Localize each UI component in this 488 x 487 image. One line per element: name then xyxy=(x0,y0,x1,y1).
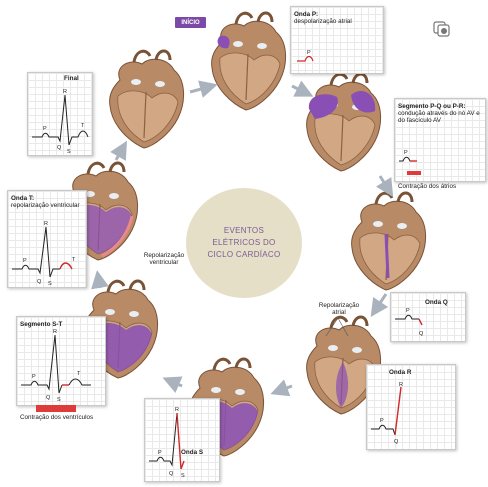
wave-label: P xyxy=(406,308,410,314)
panel-onda-t-desc: repolarização ventricular xyxy=(11,202,80,210)
arrow-5 xyxy=(162,376,183,393)
ecg-onda-q: P Q xyxy=(395,308,424,337)
panel-final-title: Final xyxy=(64,75,79,82)
heart-start xyxy=(210,11,288,112)
arrow-2 xyxy=(376,175,394,198)
wave-label: Q xyxy=(169,471,174,477)
panel-onda-s: Onda S R P Q S xyxy=(144,398,220,482)
center-title-circle: EVENTOS ELÉTRICOS DO CICLO CARDÍACO xyxy=(186,188,302,298)
panel-onda-p-desc: despolarização atrial xyxy=(294,18,352,26)
wave-label: Q xyxy=(37,279,42,285)
heart-st xyxy=(82,279,160,380)
wave-label: Q xyxy=(46,395,51,401)
annotation-repol-atrial: Repolarização atrial xyxy=(318,302,360,317)
panel-onda-t-title: Onda T: xyxy=(11,195,35,202)
wave-label: P xyxy=(43,126,47,132)
ecg-onda-p: P xyxy=(297,50,314,62)
panel-onda-r-text: Onda R xyxy=(389,369,411,376)
heart-onda-q xyxy=(305,315,383,416)
layers-icon[interactable] xyxy=(432,19,452,39)
wave-label: S xyxy=(181,473,185,479)
caption-st: Contração dos ventrículos xyxy=(20,414,94,421)
panel-onda-p-title: Onda P: xyxy=(294,11,319,18)
ecg-onda-s: R P Q S xyxy=(149,407,185,479)
panel-onda-s-title: Onda S xyxy=(181,449,204,456)
wave-label: T xyxy=(77,371,81,377)
wave-p: P xyxy=(307,50,311,56)
panel-st-text: Segmento S-T xyxy=(20,321,62,328)
wave-label: Q xyxy=(57,145,62,151)
panel-onda-p-text: Onda P: despolarização atrial xyxy=(294,11,380,25)
ecg-pq: P xyxy=(399,150,421,175)
start-badge: INÍCIO xyxy=(175,17,206,28)
panel-onda-r-title: Onda R xyxy=(389,369,412,376)
ecg-final: R P T Q S xyxy=(32,89,89,155)
caption-pq: Contração dos átrios xyxy=(398,183,457,190)
wave-label: P xyxy=(380,418,384,424)
wave-p: P xyxy=(404,150,408,156)
repol-atrial-leader xyxy=(325,317,349,337)
panel-pq-text: Segmento P-Q ou P-R: condução através do… xyxy=(398,103,482,125)
panel-onda-s-text: Onda S xyxy=(181,449,203,456)
arrow-7 xyxy=(110,140,127,161)
panel-onda-q: Onda Q P Q xyxy=(390,292,466,342)
wave-label: R xyxy=(63,89,67,95)
panel-onda-p: Onda P: despolarização atrial P xyxy=(290,6,384,74)
arrow-4 xyxy=(270,379,293,397)
wave-label: R xyxy=(175,407,179,413)
wave-label: S xyxy=(48,281,52,287)
panel-st: Segmento S-T R P T Q S xyxy=(16,316,106,406)
panel-onda-q-text: Onda Q xyxy=(425,299,448,306)
arrow-6 xyxy=(91,270,109,290)
center-title: EVENTOS ELÉTRICOS DO CICLO CARDÍACO xyxy=(207,226,281,259)
wave-label: T xyxy=(72,257,76,263)
panel-onda-r: Onda R R P Q xyxy=(366,364,456,450)
annotation-repol-ventricular: Repolarização ventricular xyxy=(143,252,185,267)
panel-st-title: Segmento S-T xyxy=(20,321,63,328)
atrial-contraction-bar xyxy=(407,171,421,175)
heart-pq xyxy=(350,191,428,292)
wave-label: S xyxy=(57,397,61,403)
panel-pq-title: Segmento P-Q ou P-R: xyxy=(398,103,466,110)
panel-final: Final R P T Q S xyxy=(27,72,93,156)
panel-pq-desc: condução através do nó AV e do fascículo… xyxy=(398,110,480,125)
wave-label: P xyxy=(23,258,27,264)
panel-onda-q-title: Onda Q xyxy=(425,299,448,306)
wave-label: T xyxy=(81,123,85,129)
panel-pq: Segmento P-Q ou P-R: condução através do… xyxy=(394,98,486,182)
arrow-1 xyxy=(291,80,314,97)
wave-label: R xyxy=(53,329,57,335)
panel-onda-t-text: Onda T: repolarização ventricular xyxy=(11,195,83,209)
heart-final xyxy=(108,49,186,150)
panel-final-text: Final xyxy=(64,75,79,82)
arrow-3 xyxy=(370,293,389,317)
arrow-8 xyxy=(189,80,218,98)
panel-onda-t: Onda T: repolarização ventricular R P T … xyxy=(7,190,87,288)
wave-label: S xyxy=(67,149,71,155)
ecg-onda-t: R P T Q S xyxy=(12,221,76,287)
wave-label: R xyxy=(399,382,403,388)
wave-label: Q xyxy=(419,331,424,337)
wave-label: P xyxy=(32,374,36,380)
wave-label: Q xyxy=(394,439,399,445)
ecg-onda-r: R P Q xyxy=(371,382,403,445)
heart-onda-p xyxy=(305,72,383,173)
wave-label: R xyxy=(44,221,48,227)
wave-label: P xyxy=(158,450,162,456)
ecg-st: R P T Q S xyxy=(21,329,91,403)
